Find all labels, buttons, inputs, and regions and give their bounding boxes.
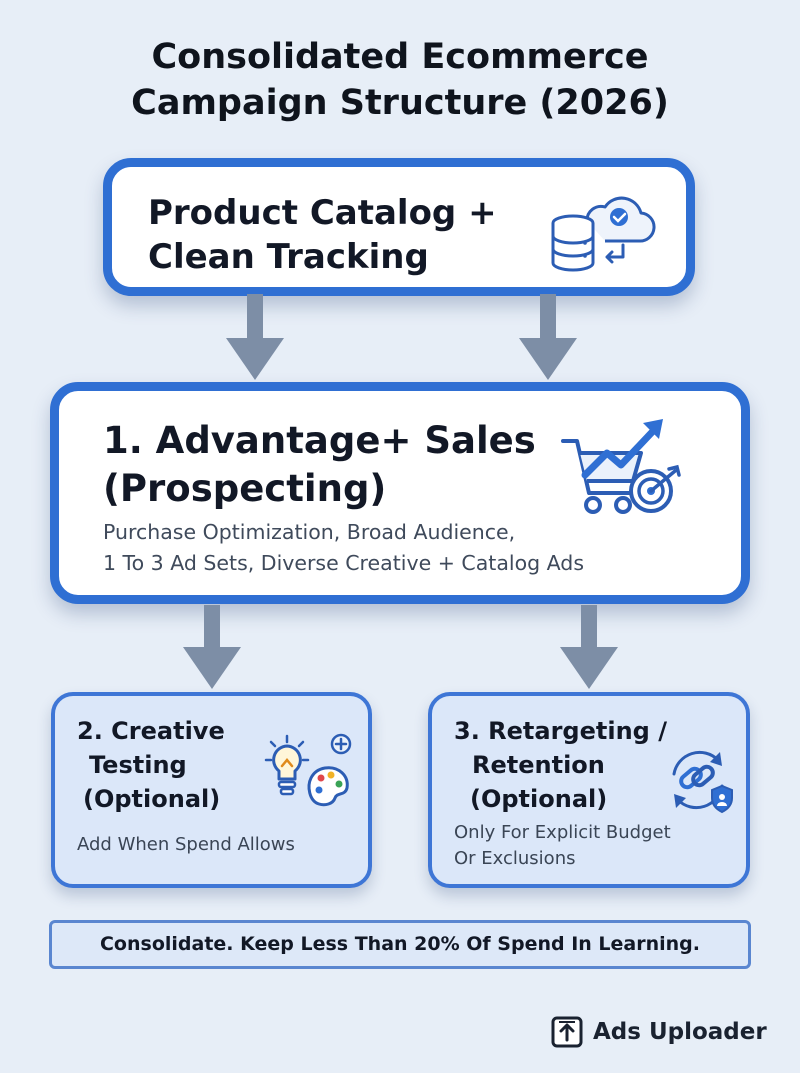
- creative-testing-title: 2. Creative Testing (Optional): [77, 714, 225, 816]
- retargeting-box: 3. Retargeting / Retention (Optional) On…: [428, 692, 750, 888]
- retargeting-title: 3. Retargeting / Retention (Optional): [454, 714, 667, 816]
- link-cycle-shield-icon: [672, 750, 733, 814]
- product-catalog-box: Product Catalog + Clean Tracking: [103, 158, 695, 296]
- arrow-down-icon: [560, 605, 618, 689]
- brand-logo: Ads Uploader: [551, 1014, 767, 1050]
- product-catalog-title: Product Catalog + Clean Tracking: [148, 191, 497, 279]
- retargeting-title-line-2: Retention: [472, 751, 605, 779]
- advantage-sales-desc-line-1: Purchase Optimization, Broad Audience,: [103, 520, 516, 544]
- consolidate-banner: Consolidate. Keep Less Than 20% Of Spend…: [49, 920, 751, 969]
- advantage-sales-description: Purchase Optimization, Broad Audience, 1…: [103, 517, 584, 579]
- brand-name: Ads Uploader: [593, 1019, 767, 1045]
- creative-testing-title-line-2: Testing: [89, 751, 187, 779]
- title-line-2: Campaign Structure (2026): [131, 83, 669, 123]
- creative-testing-description: Add When Spend Allows: [77, 834, 295, 855]
- retargeting-desc-line-2: Or Exclusions: [454, 848, 576, 869]
- title-line-1: Consolidated Ecommerce: [151, 37, 649, 77]
- advantage-sales-title-line-2: (Prospecting): [103, 467, 387, 510]
- retargeting-description: Only For Explicit Budget Or Exclusions: [454, 820, 671, 872]
- retargeting-desc-line-1: Only For Explicit Budget: [454, 822, 671, 843]
- retargeting-title-line-3: (Optional): [470, 785, 608, 813]
- arrow-down-icon: [519, 294, 577, 380]
- arrow-down-icon: [183, 605, 241, 689]
- page-title: Consolidated Ecommerce Campaign Structur…: [0, 34, 800, 126]
- advantage-sales-desc-line-2: 1 To 3 Ad Sets, Diverse Creative + Catal…: [103, 551, 584, 575]
- advantage-sales-title: 1. Advantage+ Sales (Prospecting): [103, 417, 536, 513]
- arrow-down-icon: [226, 294, 284, 380]
- creative-testing-title-line-1: 2. Creative: [77, 717, 225, 745]
- upload-icon: [551, 1016, 583, 1048]
- cart-growth-target-icon: [561, 419, 681, 514]
- advantage-sales-title-line-1: 1. Advantage+ Sales: [103, 419, 536, 462]
- lightbulb-palette-icon: [264, 733, 352, 807]
- product-catalog-title-line-2: Clean Tracking: [148, 237, 429, 277]
- product-catalog-title-line-1: Product Catalog +: [148, 193, 497, 233]
- cloud-database-icon: [551, 196, 656, 272]
- creative-testing-title-line-3: (Optional): [83, 785, 221, 813]
- advantage-sales-box: 1. Advantage+ Sales (Prospecting) Purcha…: [50, 382, 750, 604]
- retargeting-title-line-1: 3. Retargeting /: [454, 717, 667, 745]
- creative-testing-box: 2. Creative Testing (Optional) Add When …: [51, 692, 372, 888]
